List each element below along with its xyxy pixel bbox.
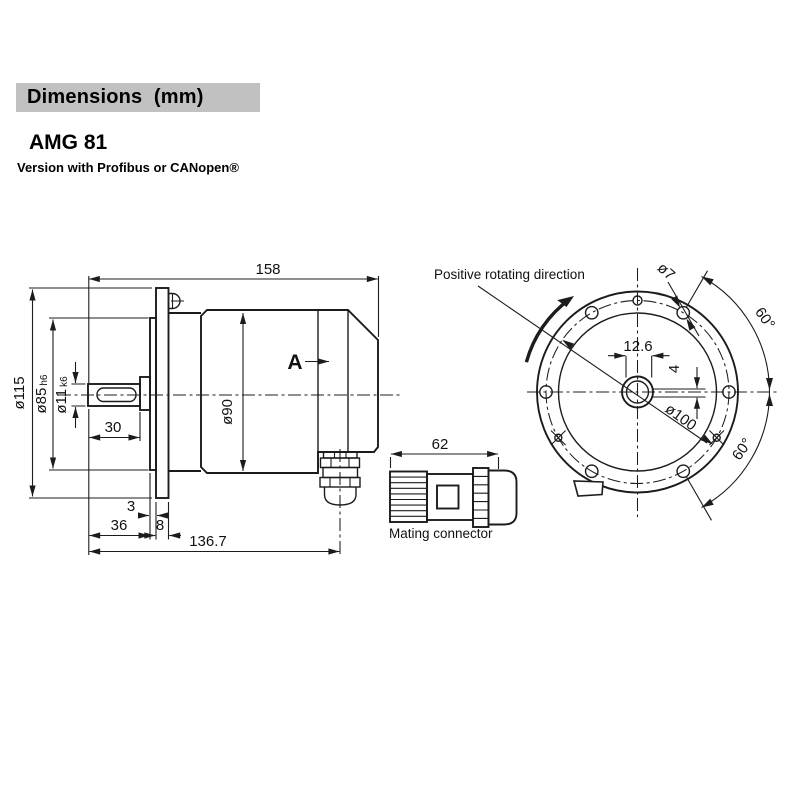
dim-30-label: 30 <box>105 419 122 436</box>
flange <box>155 287 170 499</box>
side-view: 158 ø115 ø85h6 ø11k6 30 <box>11 261 400 557</box>
mating-connector-view: 62 Mating connector <box>389 436 518 541</box>
section-title-bar: Dimensions (mm) <box>16 83 260 112</box>
dim-62-label: 62 <box>432 436 449 453</box>
terminal-tab <box>572 480 604 497</box>
dia-100-line <box>477 285 708 444</box>
key-width-label: 12.6 <box>623 338 652 355</box>
ext-line-300deg <box>686 476 712 521</box>
arrowhead <box>686 318 696 331</box>
arrowhead <box>701 276 714 286</box>
ext-line <box>651 388 706 398</box>
ext-line-60deg <box>686 270 708 308</box>
rotation-arrow-arc <box>524 297 571 363</box>
side-view-outline <box>87 287 379 557</box>
ext-line <box>49 317 149 471</box>
gland-ring-lines <box>473 475 489 519</box>
connector-knurl-ring <box>389 470 428 523</box>
front-view: Positive rotating direction ø100 ø7 60° <box>434 259 778 521</box>
dim-158-label: 158 <box>255 261 280 278</box>
dia-7-label: ø7 <box>654 259 678 283</box>
angle-bottom-label: 60° <box>729 435 756 463</box>
index-pin-hole <box>632 295 643 306</box>
section-title: Dimensions (mm) <box>27 86 204 108</box>
ext-line <box>155 502 170 540</box>
product-name: AMG 81 <box>29 131 108 154</box>
shaft-circle <box>621 375 654 409</box>
ext-line <box>389 457 500 469</box>
angle-arc-top <box>701 276 771 393</box>
small-thread-marks <box>550 430 725 446</box>
angle-top-label: 60° <box>751 304 778 332</box>
connector-body <box>426 473 474 521</box>
rotation-arrowhead <box>557 296 574 307</box>
rotation-direction-label: Positive rotating direction <box>434 267 585 282</box>
arrowhead <box>701 498 714 508</box>
ext-line <box>625 355 653 378</box>
ext-line <box>29 287 152 499</box>
neck-section <box>168 312 201 472</box>
dim-3-label: 3 <box>127 498 135 515</box>
knurl-lines <box>390 476 427 517</box>
mounting-holes <box>539 305 736 479</box>
dia-115-label: ø115 <box>11 376 28 409</box>
section-a-label: A <box>287 351 302 374</box>
arrowhead <box>562 339 575 350</box>
shaft-bore-circle <box>625 380 650 404</box>
dia-90-label: ø90 <box>219 399 236 425</box>
dim-36-label: 36 <box>111 517 128 534</box>
bolt-circle <box>545 299 730 485</box>
flange-screw-detail <box>171 293 184 309</box>
dia-11-value: ø11 <box>53 389 70 414</box>
connector-caption: Mating connector <box>389 526 493 541</box>
dia-85-value: ø85 <box>33 388 50 414</box>
arrowhead <box>766 394 773 406</box>
dim-136-label: 136.7 <box>189 533 227 550</box>
product-subtitle: Version with Profibus or CANopen® <box>17 160 239 175</box>
arrowhead <box>700 434 713 445</box>
connector-dimensions: 62 <box>389 436 500 469</box>
dim-8-label: 8 <box>156 517 164 534</box>
ext-line <box>71 383 86 407</box>
connector-latch <box>436 484 460 510</box>
dia-85-fit: h6 <box>39 374 50 386</box>
side-view-dimensions: 158 ø115 ø85h6 ø11k6 30 <box>11 261 380 555</box>
shaft-shoulder <box>139 376 151 411</box>
arrowhead <box>766 378 773 390</box>
dia-11-label: ø11k6 <box>53 376 70 414</box>
dia-85-label: ø85h6 <box>33 374 50 413</box>
body-outline-circle <box>557 312 718 472</box>
shaft-keyway <box>96 387 137 403</box>
dia-11-fit: k6 <box>59 376 70 387</box>
connector-backshell <box>487 469 518 526</box>
encoder-body <box>200 309 379 474</box>
angle-arc-bottom <box>701 391 771 508</box>
flange-outline-circle <box>536 290 739 494</box>
arrowhead <box>671 295 681 308</box>
key-depth-label: 4 <box>666 365 683 373</box>
connector-outline <box>389 467 518 528</box>
dia-100-label: ø100 <box>662 400 700 434</box>
